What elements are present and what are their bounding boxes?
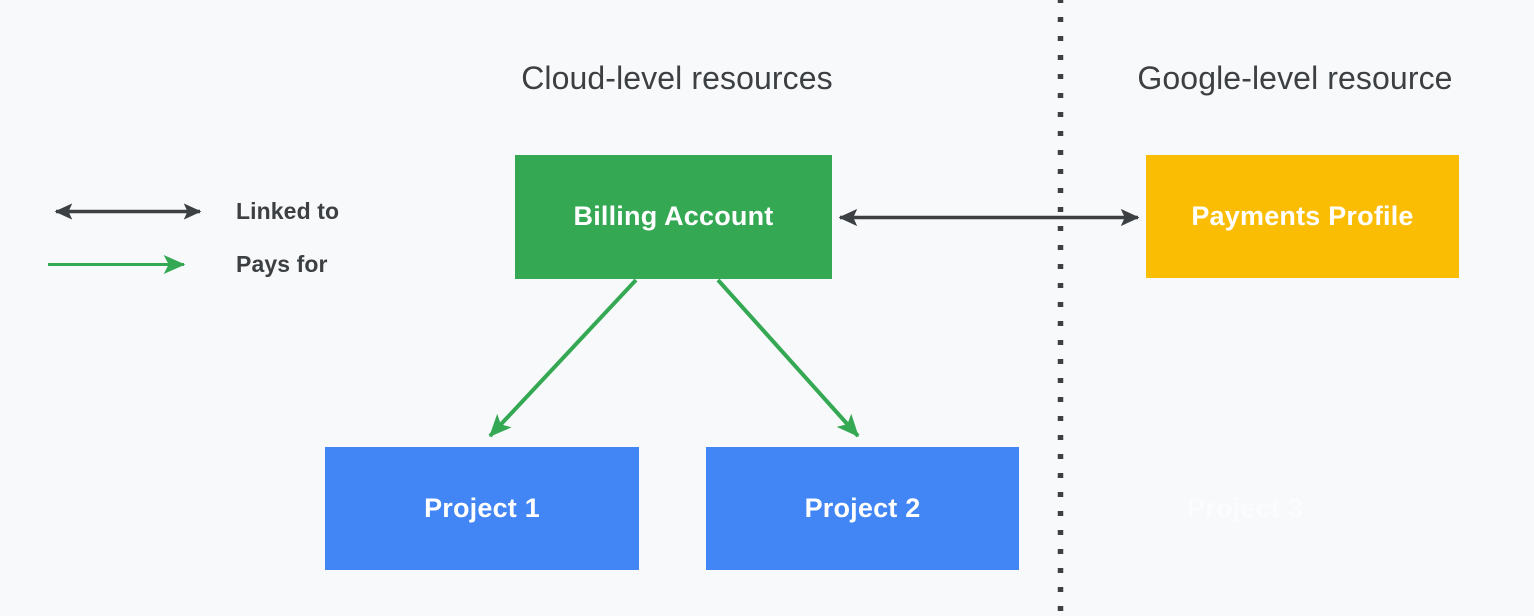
legend-label-linked-to: Linked to	[236, 198, 340, 224]
legend-label-pays-for: Pays for	[236, 251, 328, 277]
edge-billing-to-project-1	[488, 278, 638, 438]
node-project-3: Project 3	[1187, 492, 1303, 523]
node-project-1[interactable]: Project 1	[325, 447, 639, 570]
edge-billing-to-project-2	[716, 278, 860, 438]
node-project-2[interactable]: Project 2	[706, 447, 1019, 570]
section-title-google-level: Google-level resource	[1137, 60, 1453, 96]
node-payments-profile[interactable]: Payments Profile	[1146, 155, 1459, 278]
node-billing-account[interactable]: Billing Account	[515, 155, 832, 279]
section-title-cloud-level: Cloud-level resources	[521, 60, 833, 96]
